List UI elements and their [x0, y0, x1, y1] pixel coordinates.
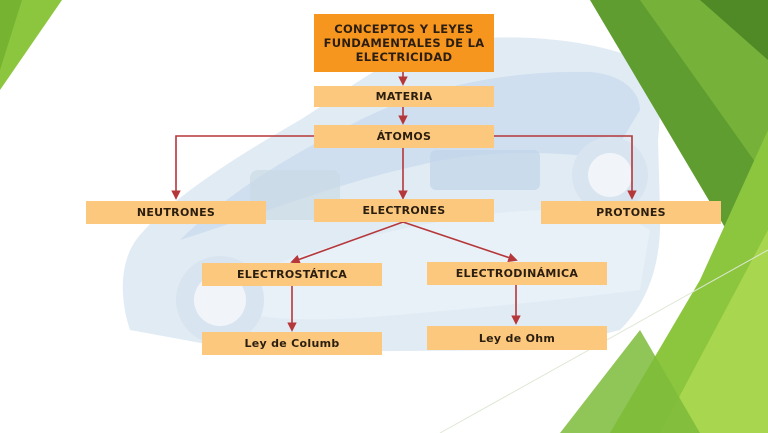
node-materia: MATERIA	[314, 86, 494, 107]
node-electrones: ELECTRONES	[314, 199, 494, 222]
right-green-shape-6	[700, 0, 768, 60]
node-atomos: ÁTOMOS	[314, 125, 494, 148]
node-ley-ohm: Ley de Ohm	[427, 326, 607, 350]
right-green-shape-2	[640, 0, 768, 180]
node-electrodinamica: ELECTRODINÁMICA	[427, 262, 607, 285]
arrow-electrones-to-electrodinamica	[402, 221, 518, 263]
arrow-electrones-to-electrostatica	[290, 221, 404, 264]
arrow-atomos-to-protones	[492, 135, 637, 200]
arrow-atomos-to-neutrones	[171, 135, 314, 200]
node-electrostatica: ELECTROSTÁTICA	[202, 263, 382, 286]
node-protones: PROTONES	[541, 201, 721, 224]
diagram-title: CONCEPTOS Y LEYES FUNDAMENTALES DE LA EL…	[314, 14, 494, 72]
left-green-accent-dark	[0, 0, 22, 70]
node-neutrones: NEUTRONES	[86, 201, 266, 224]
left-green-accent	[0, 0, 62, 90]
right-green-shape-5	[560, 330, 700, 433]
right-green-shape-4	[660, 230, 768, 433]
node-ley-columb: Ley de Columb	[202, 332, 382, 355]
